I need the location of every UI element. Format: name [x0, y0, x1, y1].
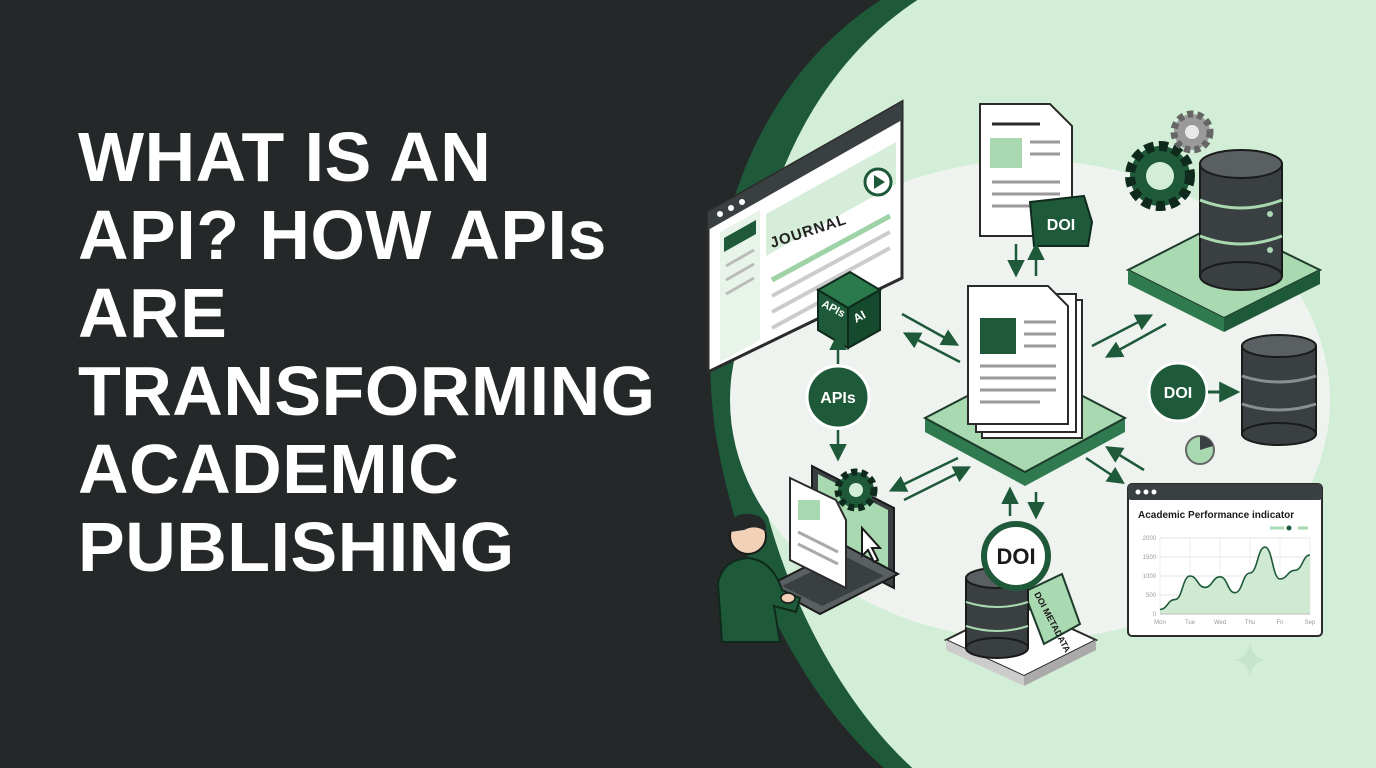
- headline: WHAT IS AN API? HOW APIs ARE TRANSFORMIN…: [78, 118, 656, 586]
- api-ai-cube: APIs AI: [816, 270, 882, 350]
- chart-y-tick: 1500: [1143, 555, 1157, 561]
- chart-x-tick: Tue: [1185, 620, 1196, 626]
- chart-title: Academic Performance indicator: [1138, 510, 1294, 521]
- document-icon-laptop: [789, 476, 847, 590]
- chart-x-tick: Fri: [1277, 620, 1284, 626]
- database-icon-bottom: [965, 567, 1029, 659]
- gear-icon-laptop: [834, 468, 878, 512]
- top-document: DOI: [979, 103, 1094, 247]
- headline-line-5: ACADEMIC: [78, 430, 460, 508]
- doi-tag-label: DOI: [1047, 217, 1075, 234]
- pie-chart-icon: [1185, 435, 1215, 465]
- headline-line-2: API? HOW APIs: [78, 196, 607, 274]
- chart-y-tick: 0: [1153, 612, 1157, 618]
- database-icon: [1199, 149, 1283, 291]
- chart-y-tick: 1000: [1143, 574, 1157, 580]
- chart-series-line: [1159, 546, 1311, 611]
- chart-card-titlebar: [1128, 484, 1322, 500]
- headline-line-3: ARE: [78, 274, 228, 352]
- chart-x-tick: Thu: [1245, 620, 1255, 626]
- chart-card: Academic Performance indicator 2000 1500 1…: [1127, 483, 1323, 637]
- apis-badge-label: APIs: [820, 390, 856, 407]
- database-icon-right: [1241, 334, 1317, 446]
- chart-y-tick: 2000: [1143, 536, 1157, 542]
- doi-tag: [1028, 194, 1094, 247]
- doi-badge-bottom: DOI: [981, 521, 1051, 591]
- doi-badge-right-label: DOI: [1164, 385, 1192, 402]
- sparkle-icon: [1234, 642, 1266, 676]
- chart-x-tick: Mon: [1154, 620, 1166, 626]
- apis-badge: APIs: [805, 364, 871, 430]
- document-icon: [967, 285, 1083, 439]
- doi-badge-right: DOI: [1147, 361, 1209, 423]
- journal-window-titlebar: [708, 102, 902, 230]
- cube-label-ai: AI: [851, 308, 868, 326]
- chart-y-tick: 500: [1146, 593, 1157, 599]
- headline-line-4: TRANSFORMING: [78, 352, 656, 430]
- chart-legend-dot: [1286, 525, 1292, 531]
- cursor-icon: [861, 525, 883, 564]
- headline-line-6: PUBLISHING: [78, 508, 515, 586]
- connection-arrows: [829, 242, 1167, 520]
- journal-window: JOURNAL: [706, 99, 904, 375]
- person-icon: [716, 513, 802, 643]
- doi-badge-bottom-label: DOI: [996, 544, 1035, 569]
- central-hub: [922, 285, 1128, 486]
- gear-icon-small: [1170, 110, 1214, 154]
- chart-x-tick: Sep: [1305, 620, 1316, 626]
- headline-line-1: WHAT IS AN: [78, 118, 492, 196]
- chart-x-tick: Wed: [1214, 620, 1226, 626]
- journal-header-bar: [766, 142, 896, 256]
- gear-icon: [1125, 141, 1195, 211]
